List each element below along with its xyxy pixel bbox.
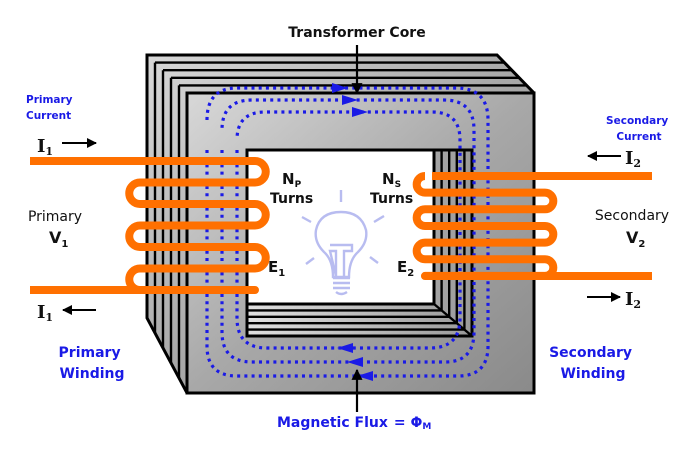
i1-bottom-label: I1 — [37, 302, 53, 324]
flux-arrow-icon — [347, 357, 363, 367]
flux-arrow-icon — [342, 95, 358, 105]
core-window — [245, 148, 474, 338]
e2-label: E2 — [397, 258, 414, 279]
secondary-current-label: Secondary Current — [606, 115, 672, 143]
flux-arrow-icon — [352, 107, 368, 117]
flux-arrow-icon — [357, 371, 373, 381]
i2-bottom-label: I2 — [625, 289, 641, 311]
flux-arrow-icon — [337, 343, 353, 353]
primary-current-label: Primary Current — [26, 94, 76, 122]
i1-top-label: I1 — [37, 136, 53, 158]
v2-label: V2 — [626, 228, 645, 250]
secondary-winding — [412, 172, 652, 280]
core-label: Transformer Core — [288, 25, 425, 41]
primary-voltage-label: Primary — [28, 209, 82, 225]
np-turns-label: Turns — [270, 191, 313, 207]
flux-arrows — [332, 83, 373, 381]
ns-turns-label: Turns — [370, 191, 413, 207]
flux-arrow-icon — [332, 83, 348, 93]
flux-label: Magnetic Flux= ΦM — [277, 415, 431, 432]
ns-label: NS — [382, 170, 401, 190]
np-label: NP — [282, 170, 302, 190]
secondary-voltage-label: Secondary — [595, 208, 669, 224]
magnetic-flux-paths — [205, 86, 490, 378]
e1-label: E1 — [268, 258, 285, 279]
light-bulb-icon — [301, 190, 385, 296]
primary-winding — [30, 157, 270, 294]
i2-top-label: I2 — [625, 148, 641, 170]
secondary-winding-label: Secondary Winding — [549, 345, 637, 382]
v1-label: V1 — [49, 228, 68, 250]
primary-winding-label: Primary Winding — [59, 345, 126, 382]
